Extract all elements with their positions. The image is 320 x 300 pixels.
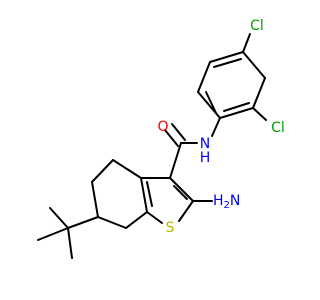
- c6-quaternary-bond: [67, 216, 99, 229]
- thiophene-c7a-c3a-inner: [146, 181, 153, 207]
- ring-c6-c7-bond: [97, 216, 127, 229]
- carbonyl-c3-bond: [169, 142, 182, 179]
- tbutyl-methyl-down-bond: [67, 227, 73, 259]
- thiophene-c7a-c3a-double: [140, 177, 148, 213]
- c-cl-para-bond: [242, 33, 251, 53]
- ring-c5-c6-bond: [91, 181, 99, 218]
- n-aryl-bond: [211, 117, 221, 137]
- c-cl-ortho-bond: [252, 107, 267, 121]
- aryl-inner-bond-3: [205, 91, 217, 114]
- aryl-bond-2: [252, 77, 266, 109]
- ring-c3a-c4-bond: [112, 159, 142, 179]
- thiophene-s-c7a-bond: [146, 211, 163, 224]
- aryl-bond-5: [197, 61, 211, 93]
- bond-lines: [37, 33, 267, 259]
- amide-hydrogen-label: H: [200, 150, 211, 166]
- chlorine-ortho-label: Cl: [271, 120, 285, 136]
- aryl-bond-3: [242, 51, 266, 79]
- aryl-bond-6: [197, 91, 221, 119]
- carbonyl-double-bond-b: [171, 123, 186, 141]
- thiophene-c3-c2-double: [169, 177, 194, 202]
- thiophene-c2-s-bond: [178, 200, 194, 222]
- chlorine-para-label: Cl: [250, 18, 264, 34]
- amino-hydrogen-count: 2: [224, 200, 230, 211]
- thiophene-c3-c2-inner: [173, 185, 188, 200]
- amide-nitrogen-label: N: [200, 136, 210, 152]
- carbonyl-double-bond-a: [164, 129, 179, 147]
- chemical-structure: O N H Cl Cl H2N S: [37, 18, 285, 259]
- amino-hydrogen-symbol: H: [213, 193, 224, 209]
- atom-labels: O N H Cl Cl H2N S: [157, 18, 284, 236]
- aryl-inner-bond-2: [213, 58, 242, 68]
- amino-nitrogen-symbol: N: [230, 193, 240, 209]
- sulfur-label: S: [166, 220, 175, 236]
- tbutyl-methyl-left-bond: [37, 227, 69, 241]
- aryl-inner-bond-1: [223, 102, 250, 112]
- ring-c4-c5-bond: [91, 159, 114, 183]
- tbutyl-methyl-up-bond: [49, 207, 69, 229]
- oxygen-label: O: [157, 119, 168, 135]
- aryl-bond-1: [219, 107, 254, 119]
- aryl-bond-4: [209, 51, 244, 63]
- amino-group-label: H2N: [213, 193, 240, 211]
- ring-c7-c7a-bond: [125, 211, 148, 229]
